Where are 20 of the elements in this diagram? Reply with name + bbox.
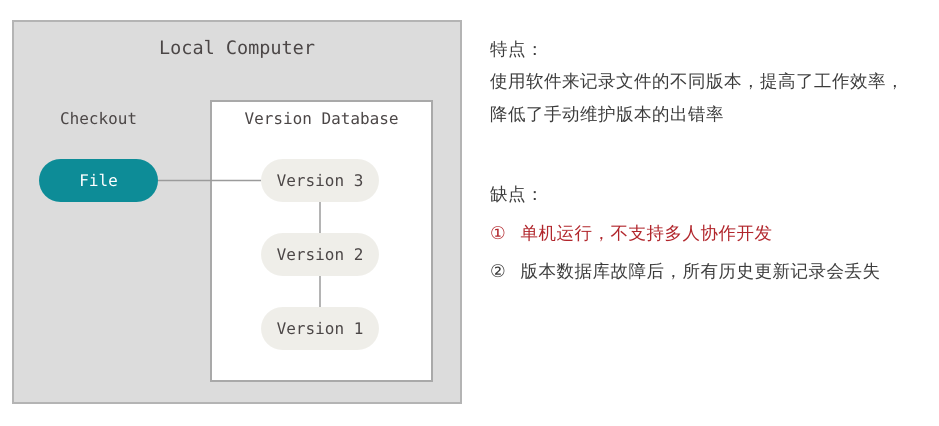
connector-line <box>319 202 321 233</box>
node-label: File <box>79 170 118 190</box>
node-label: Version 2 <box>276 244 364 264</box>
panel-heading: Version Database <box>243 108 400 130</box>
connector-line <box>319 276 321 307</box>
version-pill <box>261 233 379 276</box>
paragraph: 使用软件来记录文件的不同版本，提高了工作效率，降低了手动维护版本的出错率 <box>490 71 905 127</box>
node-label: Version 3 <box>276 170 364 190</box>
computer-panel <box>12 20 462 404</box>
section-heading: 特点： <box>490 39 545 62</box>
connector-line <box>158 180 261 182</box>
node-label: Version 1 <box>276 318 364 338</box>
list-item: ② 版本数据库故障后，所有历史更新记录会丢失 <box>490 261 882 284</box>
caption-label: Checkout <box>60 109 138 129</box>
version-pill <box>261 159 379 202</box>
section-heading: 缺点： <box>490 184 545 207</box>
panel-heading: Local Computer <box>158 38 316 60</box>
version-pill <box>261 307 379 350</box>
database-panel <box>210 100 433 382</box>
list-item: ① 单机运行，不支持多人协作开发 <box>490 223 774 246</box>
